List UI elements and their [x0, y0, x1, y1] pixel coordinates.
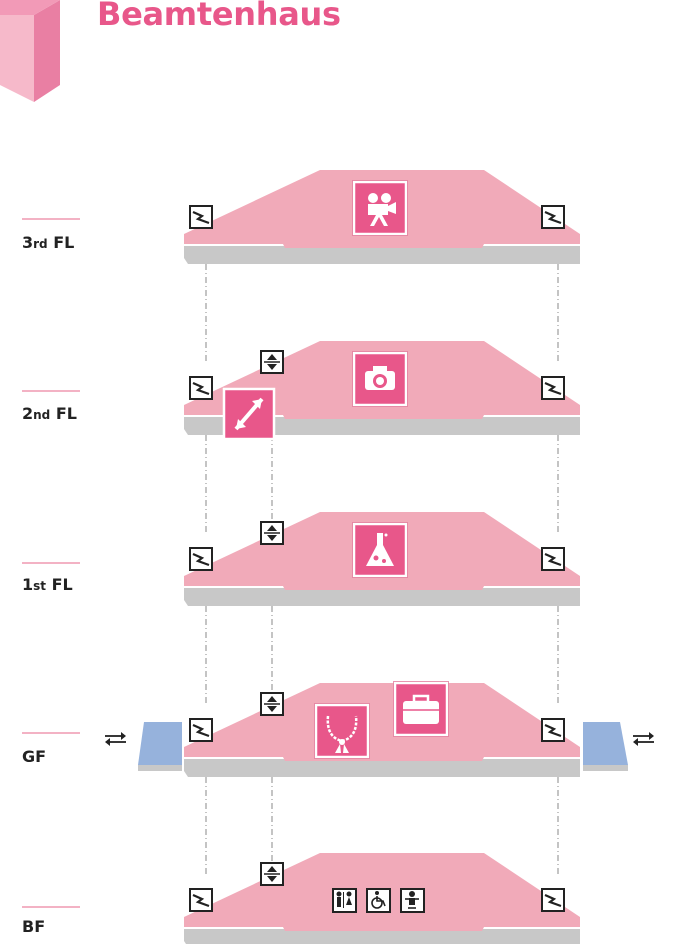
- entrance-west-shadow: [138, 765, 182, 771]
- necklace-tassel: [343, 744, 349, 753]
- suitcase-icon: [403, 694, 439, 724]
- film-camera-lens: [388, 202, 396, 214]
- floor-number: 1: [22, 575, 34, 594]
- film-reel-right: [381, 193, 391, 203]
- entrance-arrows-icon: [105, 732, 126, 746]
- floor-slab-shadow: [184, 588, 580, 606]
- necklace-tassel: [335, 744, 341, 753]
- stairs-icon-steps: [544, 893, 562, 908]
- elevator-down-arrow: [267, 876, 277, 882]
- stairs-icon-steps: [192, 210, 210, 225]
- floor-number: GF: [22, 747, 47, 766]
- necklace-icon-tile: [314, 703, 370, 759]
- floor-slab: [184, 683, 580, 761]
- science-flask-icon: [366, 533, 394, 566]
- floor-number: 3: [22, 233, 34, 252]
- stairs-icon-steps: [544, 552, 562, 567]
- floor-3rd: [184, 170, 580, 264]
- floor-number: 2: [22, 404, 34, 423]
- floor-ordinal: st: [33, 579, 47, 593]
- floor-ordinal: nd: [33, 408, 51, 422]
- stairs-icon-steps: [192, 723, 210, 738]
- building-title: Beamtenhaus: [97, 0, 341, 33]
- stairs-icon-steps: [544, 381, 562, 396]
- floor-label-line: [22, 906, 80, 908]
- floor-slab-shadow: [184, 417, 580, 435]
- floor-1st: [184, 512, 580, 606]
- floor-gf: [105, 681, 654, 777]
- elevator-down-arrow: [267, 535, 277, 541]
- elevator-down-arrow: [267, 364, 277, 370]
- entrance-east: [583, 722, 628, 765]
- floor-suffix: FL: [50, 404, 77, 423]
- escalator-icon: [222, 387, 276, 441]
- brand-logo: [0, 0, 60, 110]
- floor-slab-shadow: [184, 759, 580, 777]
- film-reel-left: [368, 193, 378, 203]
- floor-ordinal: rd: [33, 237, 48, 251]
- flask-neck: [377, 533, 383, 545]
- elevator-up-arrow: [267, 354, 277, 360]
- stairs-icon-steps: [192, 381, 210, 396]
- elevator-up-arrow: [267, 525, 277, 531]
- elevator-down-arrow: [267, 706, 277, 712]
- stairs-icon-steps: [192, 552, 210, 567]
- floor-suffix: FL: [47, 233, 75, 252]
- necklace-clasp: [339, 739, 345, 745]
- film-camera-tripod: [370, 215, 388, 226]
- stairs-icon-steps: [544, 210, 562, 225]
- flask-bubble: [382, 559, 386, 563]
- flask-drop: [384, 533, 388, 537]
- floor-label-line: [22, 218, 80, 220]
- photo-camera-top: [373, 366, 387, 372]
- elevator-up-arrow: [267, 696, 277, 702]
- floor-label-line: [22, 390, 80, 392]
- entrance-west: [138, 722, 182, 765]
- film-camera-body: [368, 204, 388, 215]
- photo-camera-icon: [365, 366, 395, 390]
- entrance-east-shadow: [583, 765, 628, 771]
- floor-slab-shadow: [184, 246, 580, 264]
- film-camera-icon: [368, 193, 396, 226]
- floor-slab-shadow: [184, 929, 580, 944]
- stairs-icon-steps: [192, 893, 210, 908]
- floor-label-line: [22, 562, 80, 564]
- restroom-icon: [332, 888, 357, 913]
- photo-camera-lens: [376, 377, 384, 385]
- flask-bubble: [373, 555, 379, 561]
- floor-bf: [184, 853, 580, 944]
- floor-label-line: [22, 732, 80, 734]
- floor-suffix: FL: [46, 575, 73, 594]
- floor-number: BF: [22, 917, 46, 936]
- elevator-up-arrow: [267, 866, 277, 872]
- stairs-icon-steps: [544, 723, 562, 738]
- floor-2nd: [184, 341, 580, 441]
- suitcase-body: [403, 701, 439, 724]
- flask-body: [366, 545, 394, 566]
- entrance-arrows-icon: [633, 732, 654, 746]
- necklace-icon: [326, 715, 358, 753]
